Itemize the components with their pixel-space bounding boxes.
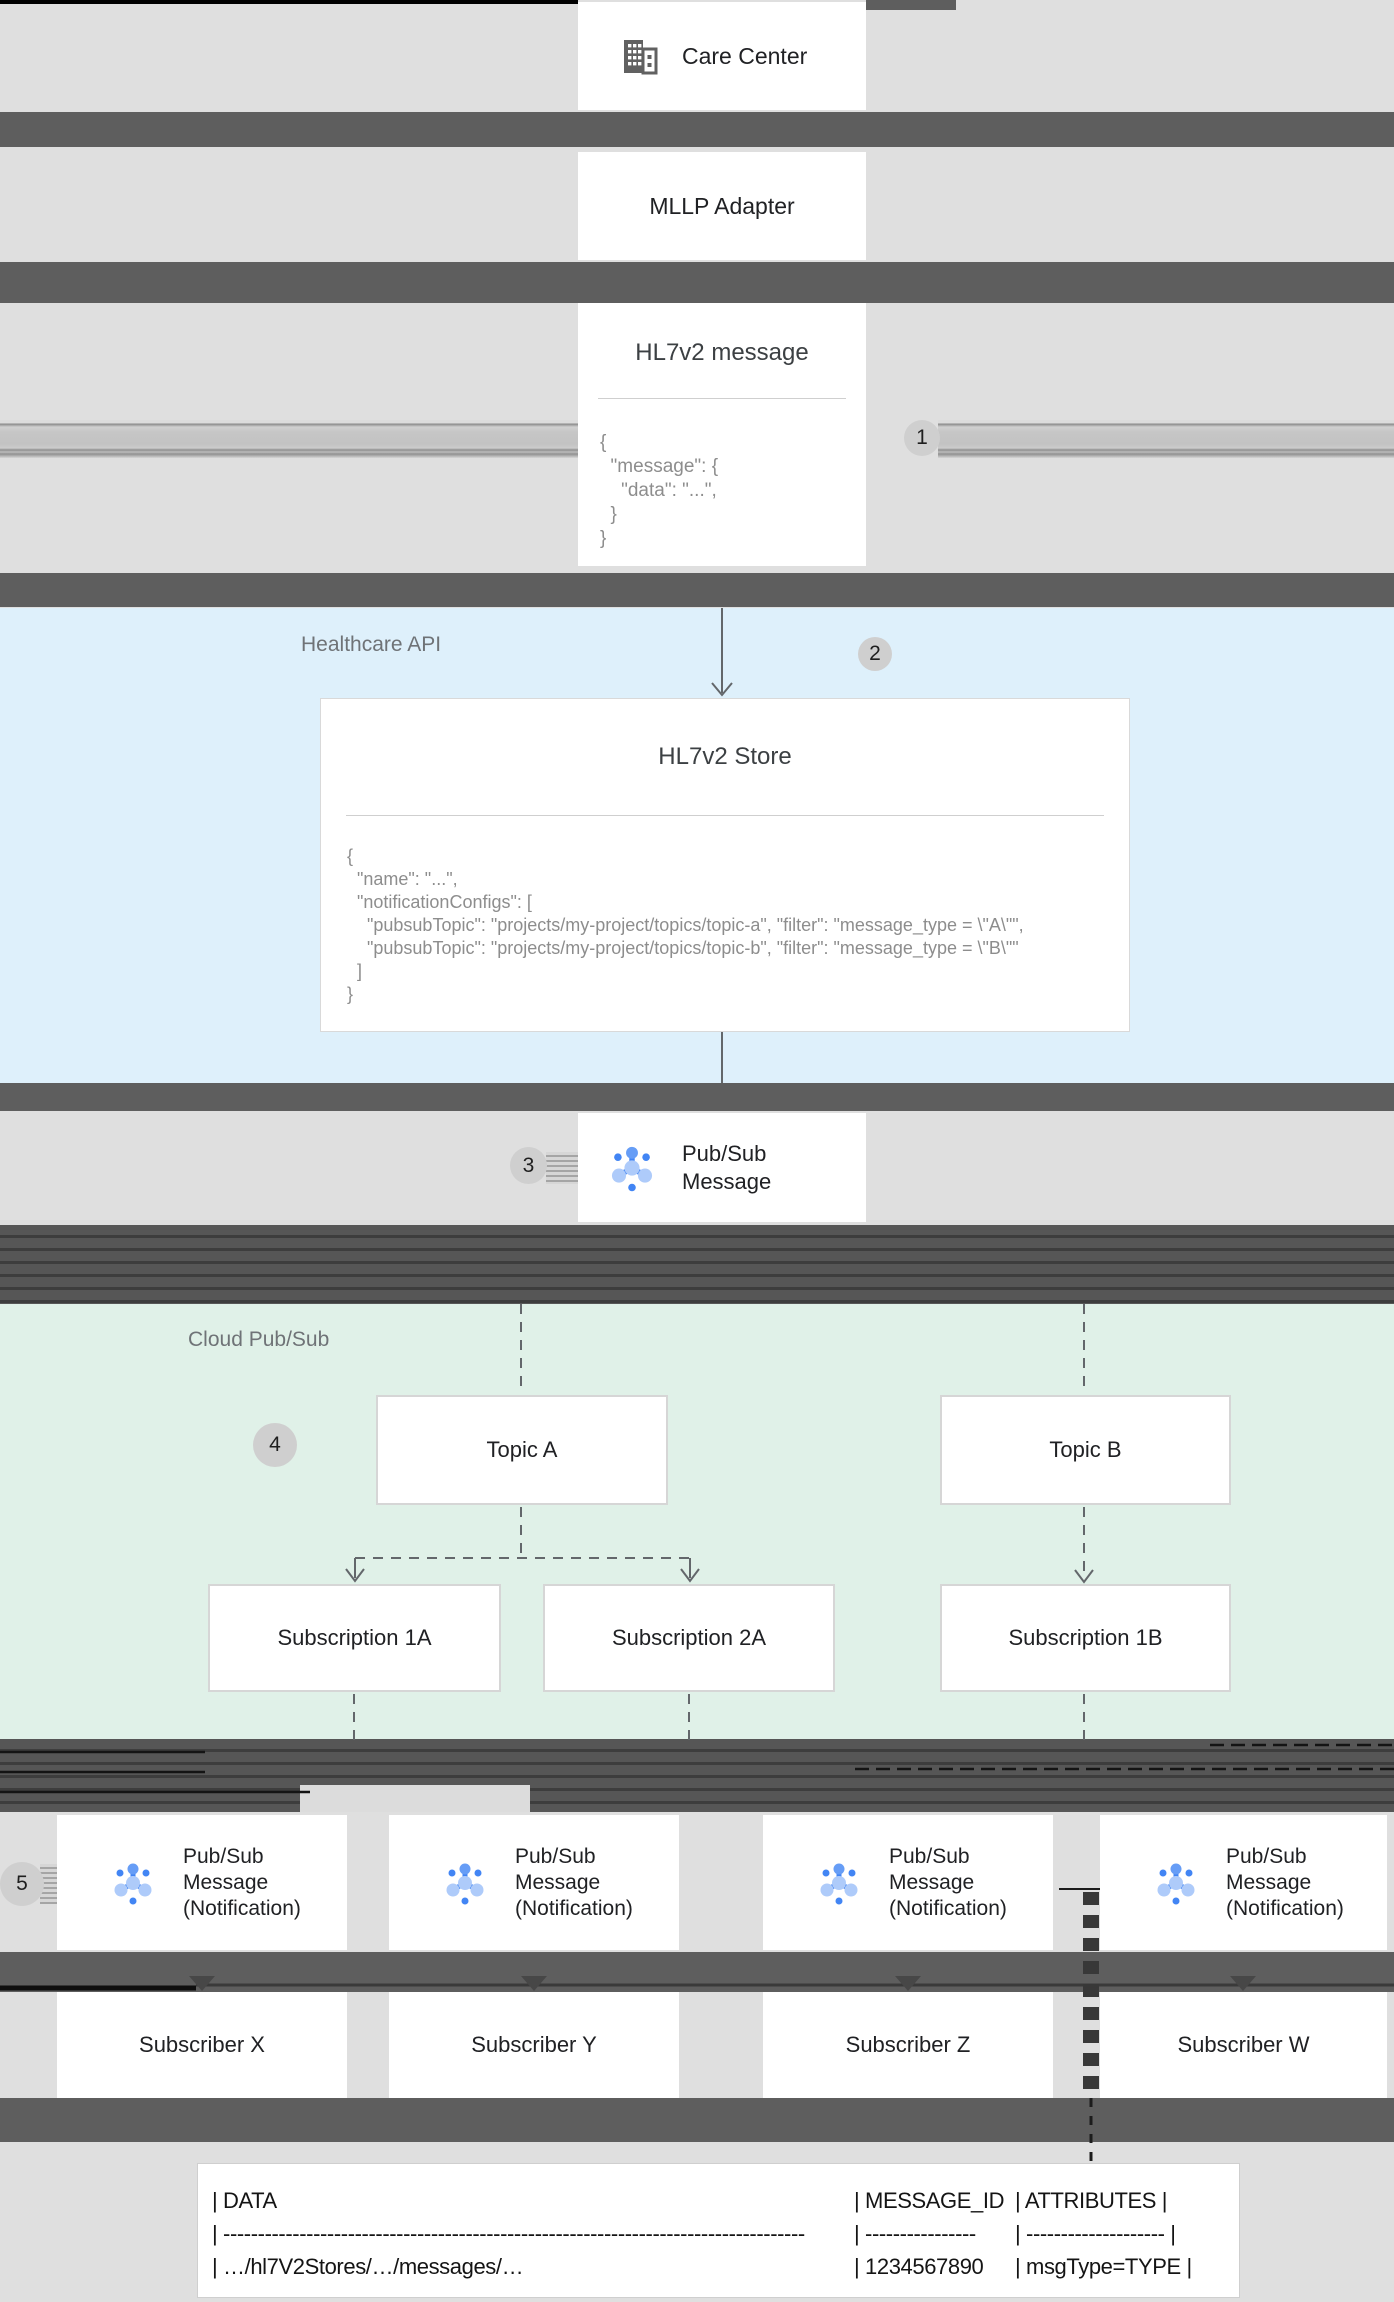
separator-bar [0, 1083, 1394, 1111]
topic-a-label: Topic A [486, 1437, 558, 1462]
subscriber-y-node: Subscriber Y [389, 1992, 679, 2098]
separator-bar [0, 573, 1394, 607]
notification-line2: Message [889, 1870, 975, 1894]
topic-b-node: Topic B [940, 1395, 1231, 1505]
pipe-connector-small [546, 1152, 579, 1184]
notification-line1: Pub/Sub [1226, 1844, 1307, 1868]
pubsub-icon [606, 1142, 658, 1194]
notification-line3: (Notification) [1226, 1896, 1344, 1920]
notification-line3: (Notification) [515, 1896, 633, 1920]
pubsub-notification-label: Pub/Sub Message (Notification) [515, 1844, 633, 1922]
notification-line1: Pub/Sub [183, 1844, 264, 1868]
pubsub-notification-label: Pub/Sub Message (Notification) [1226, 1844, 1344, 1922]
pubsub-notification-node: Pub/Sub Message (Notification) [763, 1815, 1053, 1950]
table-cell-attributes: | msgType=TYPE | [1015, 2254, 1192, 2279]
step-badge-4: 4 [253, 1423, 297, 1467]
hl7v2-store-code: { "name": "...", "notificationConfigs": … [347, 846, 1024, 1004]
separator-bar [0, 1952, 1394, 1992]
glitch-stripe-band [0, 1739, 1394, 1812]
hl7v2-store-title: HL7v2 Store [658, 743, 792, 770]
step-badge-2: 2 [858, 637, 892, 671]
step-badge-3: 3 [510, 1147, 547, 1184]
hl7v2-message-code: { "message": { "data": "...", } } [600, 432, 719, 549]
table-header-message-id: | MESSAGE_ID [854, 2188, 1005, 2213]
glitch-patch [300, 1785, 530, 1812]
notification-line2: Message [515, 1870, 601, 1894]
pubsub-icon [441, 1859, 489, 1907]
table-cell-message-id: | 1234567890 [854, 2254, 984, 2279]
mllp-adapter-node: MLLP Adapter [578, 152, 866, 260]
separator-bar [0, 112, 1394, 147]
pubsub-message-line1: Pub/Sub [682, 1140, 767, 1166]
cloud-pubsub-label: Cloud Pub/Sub [188, 1328, 330, 1351]
card-divider [346, 815, 1104, 816]
care-center-node: Care Center [578, 2, 866, 110]
separator-bar [0, 262, 1394, 303]
notification-line2: Message [183, 1870, 269, 1894]
subscription-2a-node: Subscription 2A [543, 1584, 835, 1692]
subscriber-x-node: Subscriber X [57, 1992, 347, 2098]
subscriber-x-label: Subscriber X [139, 2032, 265, 2057]
step-badge-5: 5 [0, 1862, 44, 1906]
pubsub-icon [109, 1859, 157, 1907]
pubsub-icon [1152, 1859, 1200, 1907]
subscription-1b-node: Subscription 1B [940, 1584, 1231, 1692]
step-badge-1: 1 [904, 420, 940, 456]
glitch-bar [866, 0, 956, 10]
healthcare-api-label: Healthcare API [301, 633, 442, 656]
subscriber-z-node: Subscriber Z [763, 1992, 1053, 2098]
card-divider [598, 398, 846, 399]
pipe-connector-right [938, 420, 1394, 458]
subscription-1b-label: Subscription 1B [1008, 1625, 1163, 1650]
pubsub-notification-node: Pub/Sub Message (Notification) [1100, 1815, 1387, 1950]
table-divider-message-id: | ---------------- [854, 2221, 976, 2246]
notification-line1: Pub/Sub [889, 1844, 970, 1868]
subscription-1a-label: Subscription 1A [277, 1625, 432, 1650]
hl7v2-store-card: HL7v2 Store { "name": "...", "notificati… [320, 698, 1130, 1032]
notification-line1: Pub/Sub [515, 1844, 596, 1868]
care-center-label: Care Center [682, 42, 808, 69]
table-header-attributes: | ATTRIBUTES | [1015, 2188, 1168, 2213]
notification-line2: Message [1226, 1870, 1312, 1894]
pubsub-message-label: Pub/Sub Message [682, 1140, 771, 1196]
subscriber-z-label: Subscriber Z [845, 2032, 971, 2057]
subscription-2a-label: Subscription 2A [611, 1625, 767, 1650]
pubsub-notification-label: Pub/Sub Message (Notification) [183, 1844, 301, 1922]
pubsub-notification-node: Pub/Sub Message (Notification) [57, 1815, 347, 1950]
pubsub-message-node: Pub/Sub Message [578, 1113, 866, 1222]
mllp-adapter-label: MLLP Adapter [649, 192, 795, 219]
table-divider-data: | --------------------------------------… [212, 2221, 805, 2246]
subscriber-y-label: Subscriber Y [471, 2032, 597, 2057]
table-header-row: | DATA | MESSAGE_ID | ATTRIBUTES | [212, 2184, 1239, 2217]
notification-line3: (Notification) [889, 1896, 1007, 1920]
separator-bar [0, 2098, 1394, 2142]
table-divider-attributes: | -------------------- | [1015, 2221, 1176, 2246]
table-divider-row: | --------------------------------------… [212, 2217, 1239, 2250]
pipe-connector-left [0, 420, 578, 458]
pipe-connector-small [40, 1864, 58, 1904]
hl7v2-message-title: HL7v2 message [635, 339, 809, 366]
pubsub-notification-node: Pub/Sub Message (Notification) [389, 1815, 679, 1950]
topic-a-node: Topic A [376, 1395, 668, 1505]
hospital-building-icon [620, 36, 660, 76]
pubsub-message-table: | DATA | MESSAGE_ID | ATTRIBUTES | | ---… [197, 2163, 1240, 2298]
hl7v2-message-card: HL7v2 message { "message": { "data": "..… [578, 303, 866, 566]
subscriber-w-node: Subscriber W [1100, 1992, 1387, 2098]
notification-line3: (Notification) [183, 1896, 301, 1920]
topic-b-label: Topic B [1049, 1437, 1122, 1462]
subscription-1a-node: Subscription 1A [208, 1584, 501, 1692]
table-header-data: | DATA [212, 2188, 277, 2213]
glitch-stripe-band [0, 1225, 1394, 1304]
subscriber-w-label: Subscriber W [1177, 2032, 1310, 2057]
pubsub-message-line2: Message [682, 1168, 772, 1194]
pubsub-notification-label: Pub/Sub Message (Notification) [889, 1844, 1007, 1922]
pubsub-icon [815, 1859, 863, 1907]
table-cell-data: | …/hl7V2Stores/…/messages/… [212, 2254, 524, 2279]
table-data-row: | …/hl7V2Stores/…/messages/… | 123456789… [212, 2250, 1239, 2283]
